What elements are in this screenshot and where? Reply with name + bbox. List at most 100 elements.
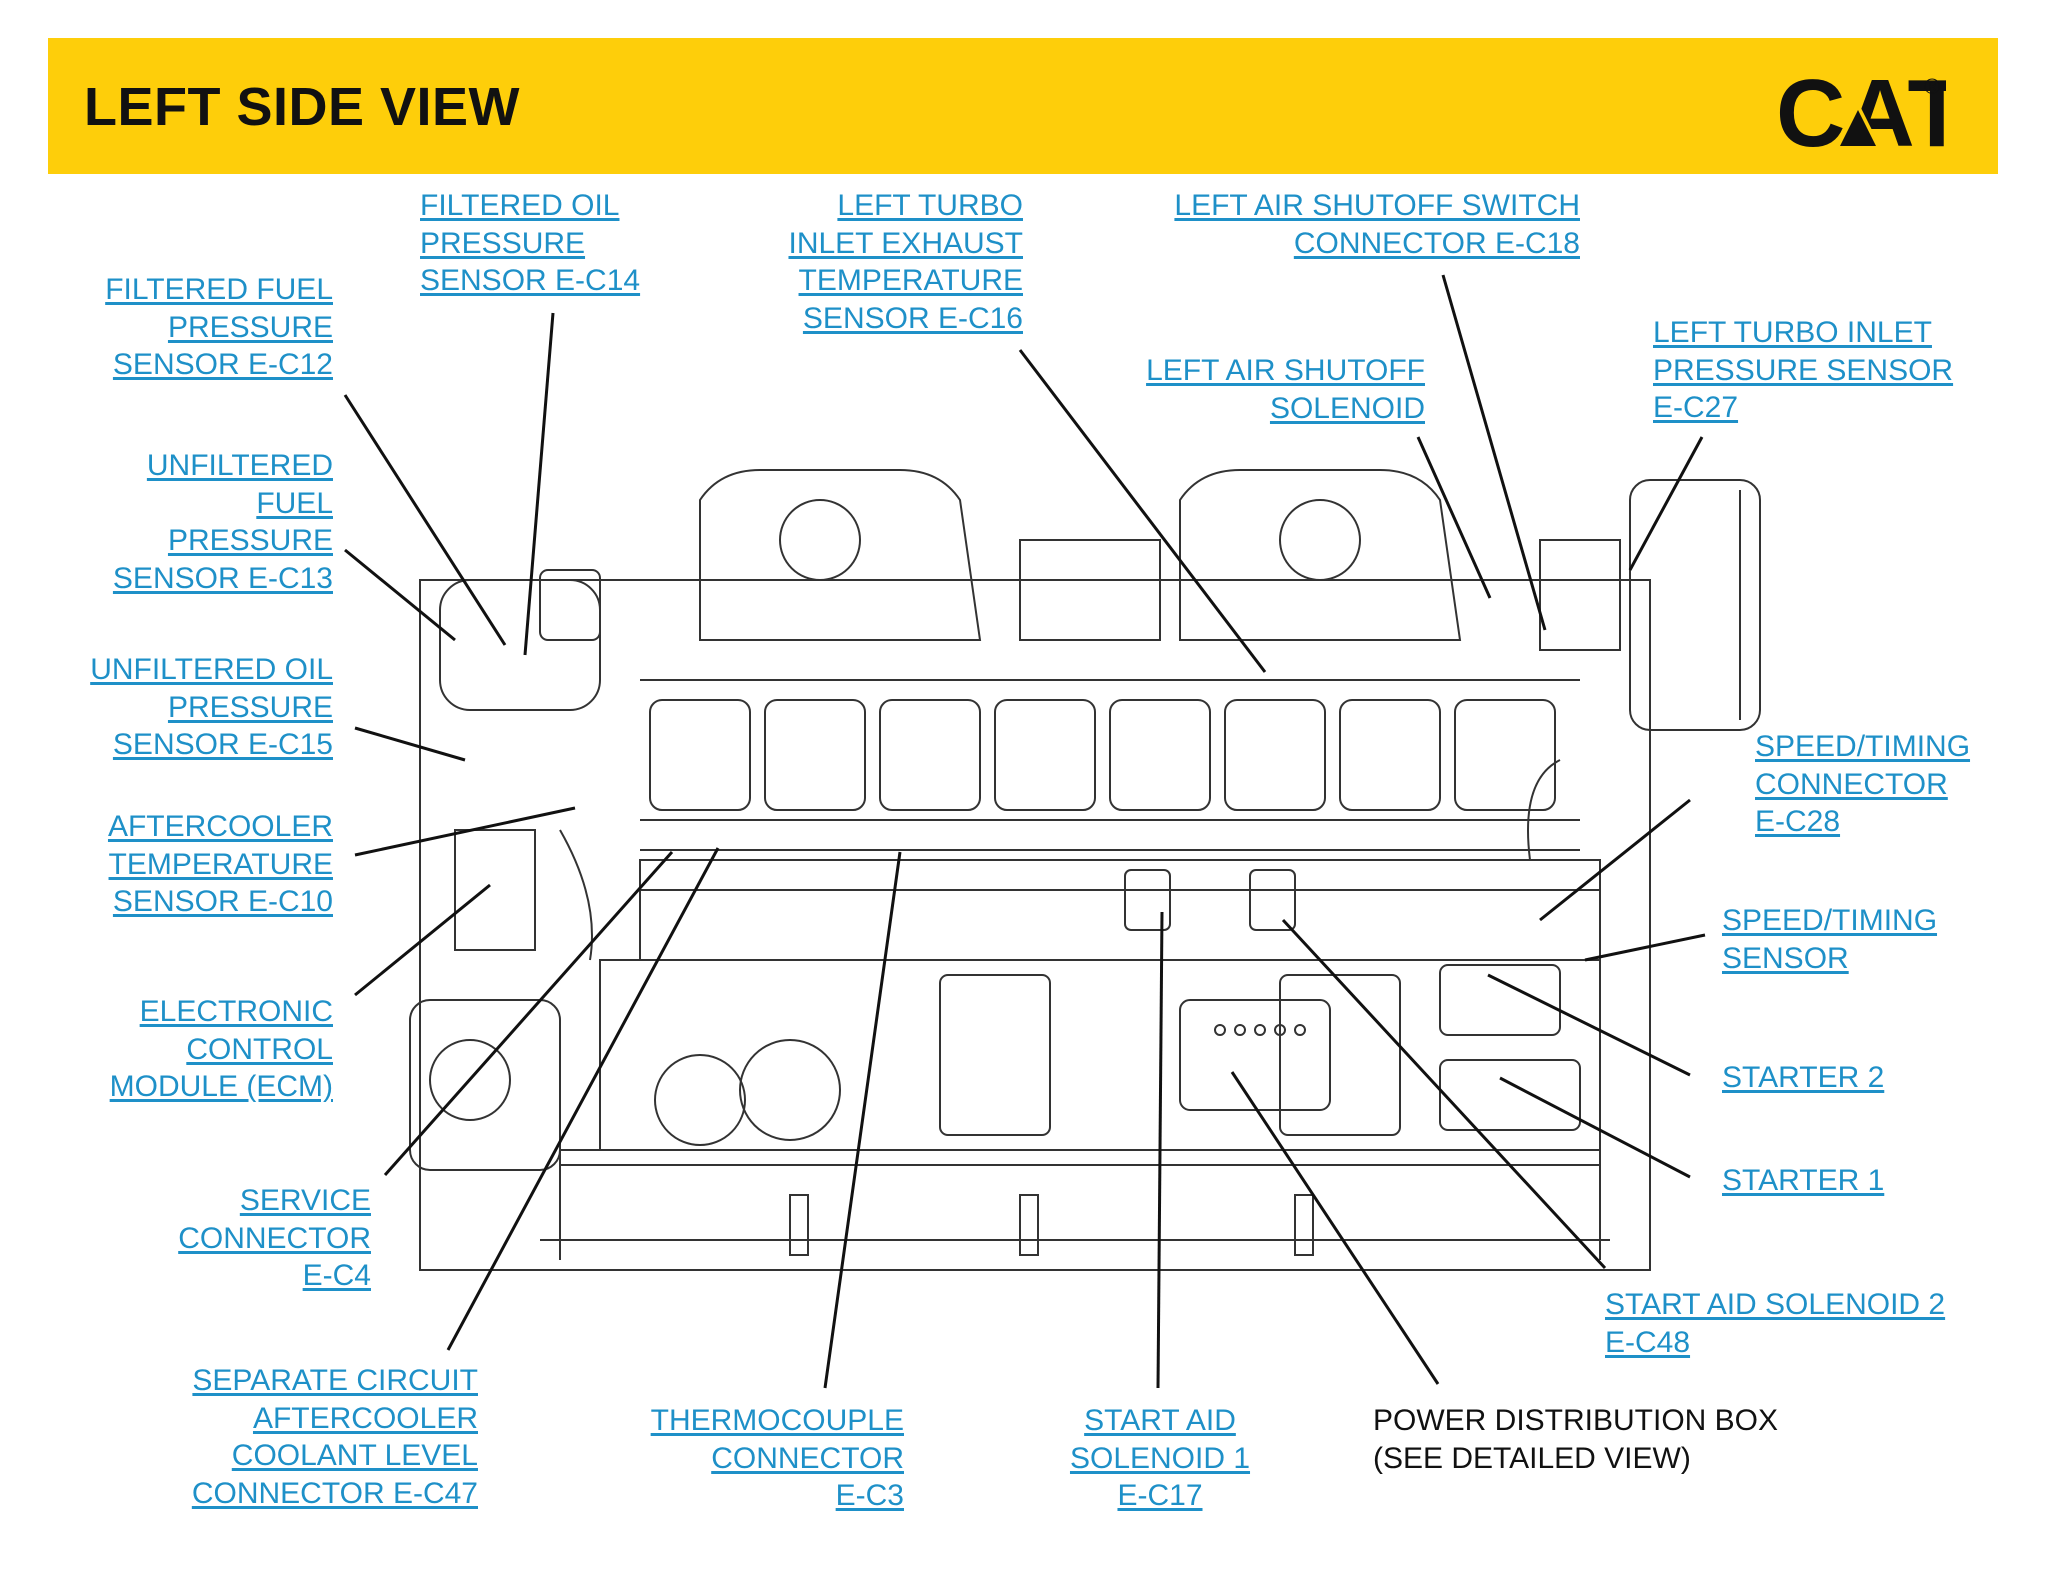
callout-line: PRESSURE	[167, 524, 333, 557]
callout-line: E-C17	[1117, 1479, 1203, 1512]
starter-2-body	[1439, 964, 1561, 1036]
callout-start-aid-solenoid-2[interactable]: START AID SOLENOID 2 E-C48	[1605, 1286, 1945, 1361]
callout-line: PRESSURE	[420, 226, 586, 260]
right-turbo	[1179, 469, 1462, 641]
callout-left-turbo-inlet-exhaust-temperature-sensor[interactable]: LEFT TURBO INLET EXHAUST TEMPERATURE SEN…	[788, 187, 1023, 337]
cylinder-heads	[649, 699, 1556, 811]
start-aid-solenoid-1-body	[1124, 869, 1171, 931]
callout-line: CONTROL	[186, 1032, 333, 1066]
leader-starter-1	[1499, 1076, 1691, 1179]
callout-line: FILTERED OIL	[420, 189, 620, 222]
leader-speed-timing-sensor	[1584, 933, 1706, 962]
bracket	[1294, 1194, 1314, 1256]
callout-line: STARTER 1	[1722, 1164, 1885, 1197]
left-turbo	[699, 469, 982, 641]
cat-logo: CAT ®	[1776, 62, 1946, 158]
callout-left-air-shutoff-solenoid[interactable]: LEFT AIR SHUTOFF SOLENOID	[1146, 352, 1425, 427]
callout-line: SENSOR E-C14	[420, 264, 641, 297]
registered-mark: ®	[1924, 74, 1940, 99]
callout-line: THERMOCOUPLE	[650, 1404, 904, 1437]
callout-starter-1[interactable]: STARTER 1	[1722, 1162, 1884, 1200]
callout-left-turbo-inlet-pressure-sensor[interactable]: LEFT TURBO INLET PRESSURE SENSOR E-C27	[1653, 314, 1953, 427]
callout-aftercooler-temperature-sensor[interactable]: AFTERCOOLER TEMPERATURE SENSOR E-C10	[108, 808, 333, 921]
callout-line: MODULE (ECM)	[109, 1070, 333, 1103]
callout-line: LEFT AIR SHUTOFF SWITCH	[1174, 189, 1580, 222]
callout-line: UNFILTERED	[146, 449, 333, 482]
leader-start-aid-solenoid-1	[1156, 911, 1164, 1389]
front-pump	[409, 999, 561, 1171]
callout-line: ELECTRONIC	[139, 995, 333, 1028]
callout-speed-timing-sensor[interactable]: SPEED/TIMING SENSOR	[1722, 902, 1937, 977]
callout-line: PRESSURE	[167, 310, 333, 344]
leader-aftercooler-temp	[354, 806, 576, 857]
callout-line: POWER DISTRIBUTION BOX	[1373, 1404, 1779, 1437]
leader-speed-timing-connector	[1539, 798, 1691, 922]
callout-line: TEMPERATURE	[798, 264, 1023, 297]
bracket	[1019, 1194, 1039, 1256]
callout-line: COOLANT LEVEL	[231, 1439, 478, 1472]
callout-filtered-oil-pressure-sensor[interactable]: FILTERED OIL PRESSURE SENSOR E-C14	[420, 187, 640, 300]
leader-power-distribution	[1230, 1071, 1440, 1385]
engine-frame	[419, 579, 1651, 1271]
callout-line: SEPARATE CIRCUIT	[192, 1364, 478, 1397]
leader-coolant-level	[446, 847, 720, 1351]
leader-ecm	[354, 883, 491, 997]
callout-line: INLET EXHAUST	[788, 226, 1023, 260]
callout-line: FUEL	[256, 486, 333, 520]
callout-service-connector[interactable]: SERVICE CONNECTOR E-C4	[178, 1182, 371, 1295]
callout-line: CONNECTOR	[1755, 767, 1948, 801]
callout-line: CONNECTOR	[178, 1221, 371, 1255]
oil-filter-base	[539, 569, 601, 641]
callout-left-air-shutoff-switch-connector[interactable]: LEFT AIR SHUTOFF SWITCH CONNECTOR E-C18	[1174, 187, 1580, 262]
leader-service-connector	[383, 851, 674, 1176]
bracket	[789, 1194, 809, 1256]
start-aid-solenoid-2-body	[1249, 869, 1296, 931]
power-distribution-box-outline	[1179, 999, 1331, 1111]
callout-thermocouple-connector[interactable]: THERMOCOUPLE CONNECTOR E-C3	[651, 1402, 904, 1515]
callout-line: START AID	[1084, 1404, 1236, 1437]
leader-starter-2	[1487, 973, 1691, 1077]
callout-unfiltered-fuel-pressure-sensor[interactable]: UNFILTERED FUEL PRESSURE SENSOR E-C13	[113, 447, 333, 597]
leader-air-shutoff-solenoid	[1416, 436, 1492, 599]
page-title: LEFT SIDE VIEW	[84, 77, 521, 137]
callout-line: SENSOR E-C16	[802, 301, 1023, 335]
leader-unfiltered-fuel-pressure	[344, 548, 456, 642]
leader-filtered-oil-pressure	[523, 312, 555, 656]
callout-starter-2[interactable]: STARTER 2	[1722, 1059, 1884, 1097]
callout-line: E-C48	[1605, 1325, 1691, 1359]
callout-line: CONNECTOR	[711, 1441, 904, 1475]
leader-unfiltered-oil-pressure	[354, 726, 466, 762]
leader-air-shutoff-switch	[1441, 274, 1547, 631]
callout-line: FILTERED FUEL	[105, 273, 333, 306]
engine-outline	[409, 469, 1761, 1271]
callout-electronic-control-module[interactable]: ELECTRONIC CONTROL MODULE (ECM)	[110, 993, 333, 1106]
callout-unfiltered-oil-pressure-sensor[interactable]: UNFILTERED OIL PRESSURE SENSOR E-C15	[90, 651, 333, 764]
callout-line: LEFT TURBO INLET	[1653, 316, 1932, 349]
air-shutoff-housing	[1539, 539, 1621, 651]
callout-line: SENSOR E-C10	[112, 885, 333, 918]
callout-speed-timing-connector[interactable]: SPEED/TIMING CONNECTOR E-C28	[1755, 728, 1970, 841]
callout-start-aid-solenoid-1[interactable]: START AID SOLENOID 1 E-C17	[1060, 1402, 1260, 1515]
callout-line: SENSOR E-C12	[112, 348, 333, 381]
callout-line: LEFT AIR SHUTOFF	[1146, 354, 1425, 387]
starter-1-body	[1439, 1059, 1581, 1131]
callout-line: START AID SOLENOID 2	[1605, 1288, 1946, 1321]
intake-housing	[1019, 539, 1161, 641]
callout-line: PRESSURE SENSOR	[1653, 353, 1954, 387]
callout-line: SPEED/TIMING	[1722, 904, 1938, 937]
callout-line: SENSOR	[1722, 941, 1849, 975]
callout-line: SOLENOID 1	[1069, 1441, 1251, 1475]
callout-separate-circuit-aftercooler-coolant-level-connector[interactable]: SEPARATE CIRCUIT AFTERCOOLER COOLANT LEV…	[192, 1362, 478, 1512]
leader-turbo-inlet-pressure	[1628, 436, 1704, 571]
callout-line: AFTERCOOLER	[107, 810, 333, 843]
callout-line: E-C28	[1755, 805, 1841, 838]
callout-filtered-fuel-pressure-sensor[interactable]: FILTERED FUEL PRESSURE SENSOR E-C12	[105, 271, 333, 384]
title-banner: LEFT SIDE VIEW CAT ®	[48, 38, 1998, 174]
callout-line: E-C27	[1653, 391, 1739, 424]
leader-filtered-fuel-pressure	[343, 394, 507, 646]
ecm-body	[454, 829, 536, 951]
callout-line: PRESSURE	[167, 690, 333, 724]
callout-line: E-C3	[835, 1479, 904, 1512]
callout-line: SENSOR E-C13	[112, 561, 333, 595]
